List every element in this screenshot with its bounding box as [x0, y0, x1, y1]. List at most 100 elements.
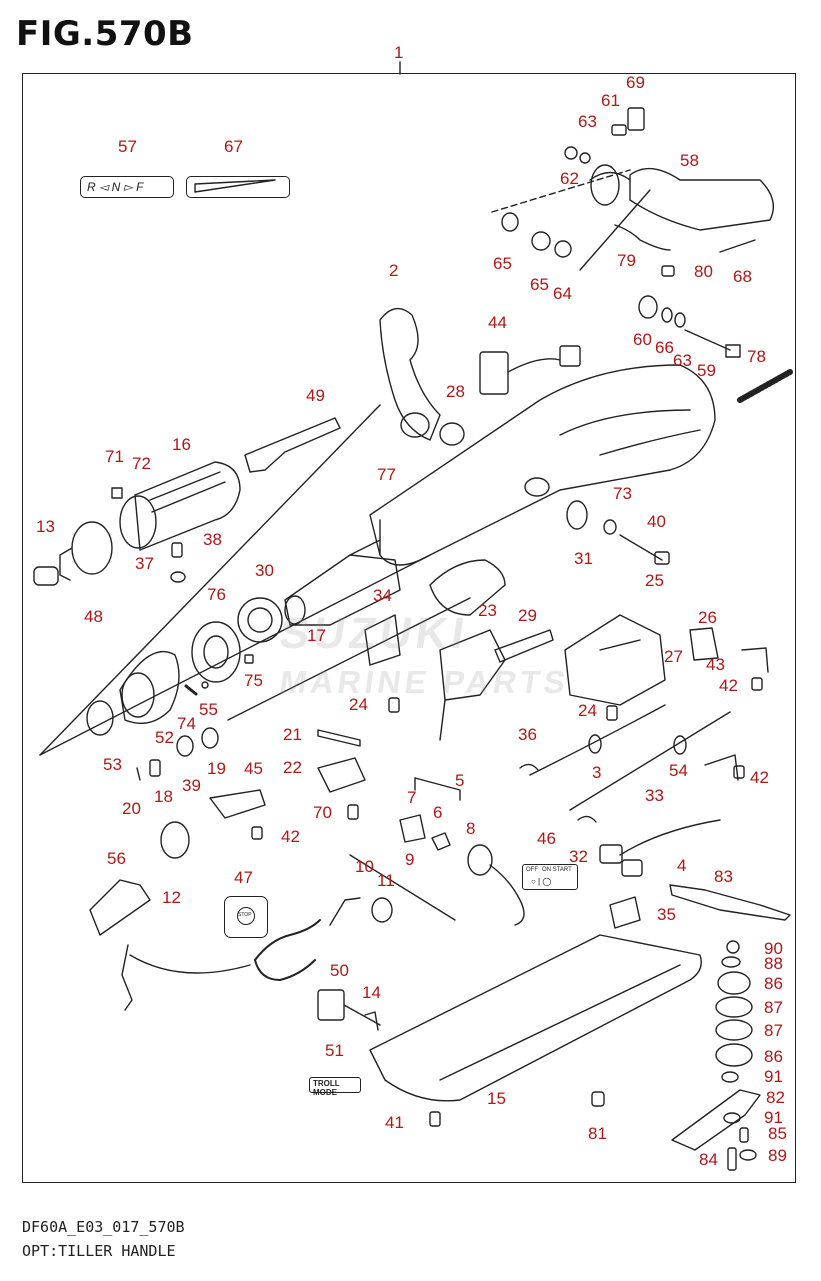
callout-46: 46 — [537, 829, 556, 848]
callout-78: 78 — [747, 347, 766, 366]
guide-line-lower — [39, 554, 431, 756]
callout-65b: 65 — [530, 275, 549, 294]
callout-79: 79 — [617, 251, 636, 270]
callout-15: 15 — [487, 1089, 506, 1108]
rotor-30 — [237, 597, 283, 643]
diagram-frame — [22, 73, 796, 1183]
callout-3: 3 — [592, 763, 602, 782]
callout-39: 39 — [182, 776, 201, 795]
callout-16: 16 — [172, 435, 191, 454]
callout-51: 51 — [325, 1041, 344, 1060]
callout-91b: 91 — [764, 1108, 783, 1127]
callout-42c: 42 — [281, 827, 300, 846]
callout-29: 29 — [518, 606, 537, 625]
callout-23: 23 — [478, 601, 497, 620]
callout-19: 19 — [207, 759, 226, 778]
callout-91a: 91 — [764, 1067, 783, 1086]
stop-switch-47: STOP — [224, 896, 268, 938]
callout-62: 62 — [560, 169, 579, 188]
callout-35: 35 — [657, 905, 676, 924]
bracket-49 — [244, 417, 341, 473]
guide-line-upper — [39, 404, 381, 756]
ignition-position-icon: ○ | ◯ — [531, 877, 552, 886]
callout-40: 40 — [647, 512, 666, 531]
throttle-rod — [227, 597, 471, 721]
callout-53: 53 — [103, 755, 122, 774]
callout-17: 17 — [307, 626, 326, 645]
callout-7: 7 — [407, 788, 417, 807]
stop-icon: STOP — [237, 907, 255, 925]
ignition-decal-46: OFF ON START ○ | ◯ — [522, 864, 578, 890]
model-code: DF60A_E03_017_570B — [22, 1218, 185, 1236]
callout-86a: 86 — [764, 974, 783, 993]
throttle-grip-16 — [119, 461, 241, 551]
callout-30: 30 — [255, 561, 274, 580]
callout-83: 83 — [714, 867, 733, 886]
callout-1: 1 — [394, 43, 404, 62]
callout-59: 59 — [697, 361, 716, 380]
callout-63a: 63 — [578, 112, 597, 131]
callout-45: 45 — [244, 759, 263, 778]
callout-42b: 42 — [750, 768, 769, 787]
troll-mode-text: TROLL MODE — [313, 1079, 340, 1097]
ignition-off-text: OFF — [526, 867, 538, 873]
callout-44: 44 — [488, 313, 507, 332]
callout-72: 72 — [132, 454, 151, 473]
callout-66: 66 — [655, 338, 674, 357]
shift-decal-57: R ◅ N ▻ F — [80, 176, 174, 198]
callout-34: 34 — [373, 586, 392, 605]
throttle-scale-decal-67 — [186, 176, 290, 198]
callout-9: 9 — [405, 850, 415, 869]
callout-26: 26 — [698, 608, 717, 627]
callout-5: 5 — [455, 771, 465, 790]
callout-52: 52 — [155, 728, 174, 747]
callout-43: 43 — [706, 655, 725, 674]
callout-14: 14 — [362, 983, 381, 1002]
callout-57: 57 — [118, 137, 137, 156]
callout-33: 33 — [645, 786, 664, 805]
callout-81: 81 — [588, 1124, 607, 1143]
callout-12: 12 — [162, 888, 181, 907]
figure-subtitle: OPT:TILLER HANDLE — [22, 1242, 176, 1260]
callout-75: 75 — [244, 671, 263, 690]
callout-88: 88 — [764, 954, 783, 973]
callout-41: 41 — [385, 1113, 404, 1132]
stop-text: STOP — [238, 912, 252, 918]
callout-64: 64 — [553, 284, 572, 303]
callout-47: 47 — [234, 868, 253, 887]
bracket-58 — [629, 167, 774, 231]
shaft-assembly — [284, 539, 401, 626]
callout-76: 76 — [207, 585, 226, 604]
ring-28 — [439, 422, 465, 446]
callout-42a: 42 — [719, 676, 738, 695]
callout-49: 49 — [306, 386, 325, 405]
shift-lever-2 — [379, 307, 441, 441]
throttle-module-25 — [564, 614, 666, 706]
callout-6: 6 — [433, 803, 443, 822]
callout-61: 61 — [601, 91, 620, 110]
callout-22: 22 — [283, 758, 302, 777]
figure-title: FIG.570B — [16, 14, 194, 54]
housing-52 — [119, 650, 180, 724]
bracket-34 — [364, 614, 401, 666]
callout-90: 90 — [764, 939, 783, 958]
callout-10: 10 — [355, 857, 374, 876]
callout-86b: 86 — [764, 1047, 783, 1066]
callout-65a: 65 — [493, 254, 512, 273]
callout-73: 73 — [613, 484, 632, 503]
callout-18: 18 — [154, 787, 173, 806]
callout-37: 37 — [135, 554, 154, 573]
callout-28: 28 — [446, 382, 465, 401]
callout-87b: 87 — [764, 1021, 783, 1040]
callout-36: 36 — [518, 725, 537, 744]
callout-31: 31 — [574, 549, 593, 568]
callout-68: 68 — [733, 267, 752, 286]
callout-13: 13 — [36, 517, 55, 536]
plate-76 — [191, 621, 241, 683]
tiller-arm-77 — [369, 364, 716, 566]
callout-8: 8 — [466, 819, 476, 838]
callout-80: 80 — [694, 262, 713, 281]
callout-74: 74 — [177, 714, 196, 733]
collar-53 — [86, 700, 114, 736]
callout-58: 58 — [680, 151, 699, 170]
